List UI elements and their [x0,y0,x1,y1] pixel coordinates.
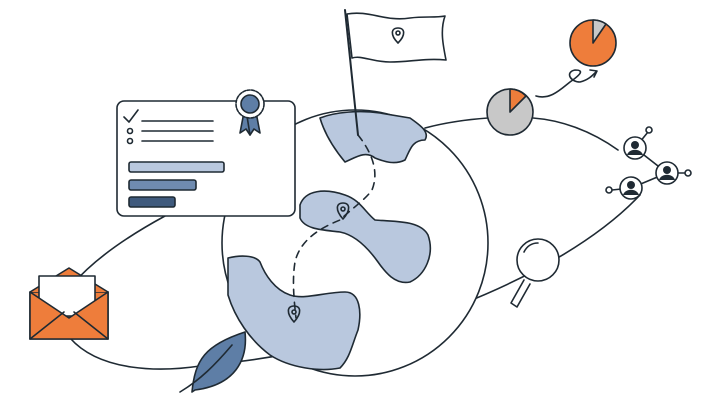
flag-icon [344,9,447,136]
pie-chart-icon [569,19,617,67]
envelope-icon [29,267,109,340]
people-network-icon [605,126,692,200]
location-pin-icon [287,305,301,323]
certificate-card-icon [116,89,296,217]
checkmark-icon [123,109,139,123]
leaf-icon [179,331,247,393]
magnifier-icon [510,238,560,308]
location-pin-icon [336,202,350,220]
pie-chart-icon [486,69,598,136]
award-badge-icon [235,89,265,136]
